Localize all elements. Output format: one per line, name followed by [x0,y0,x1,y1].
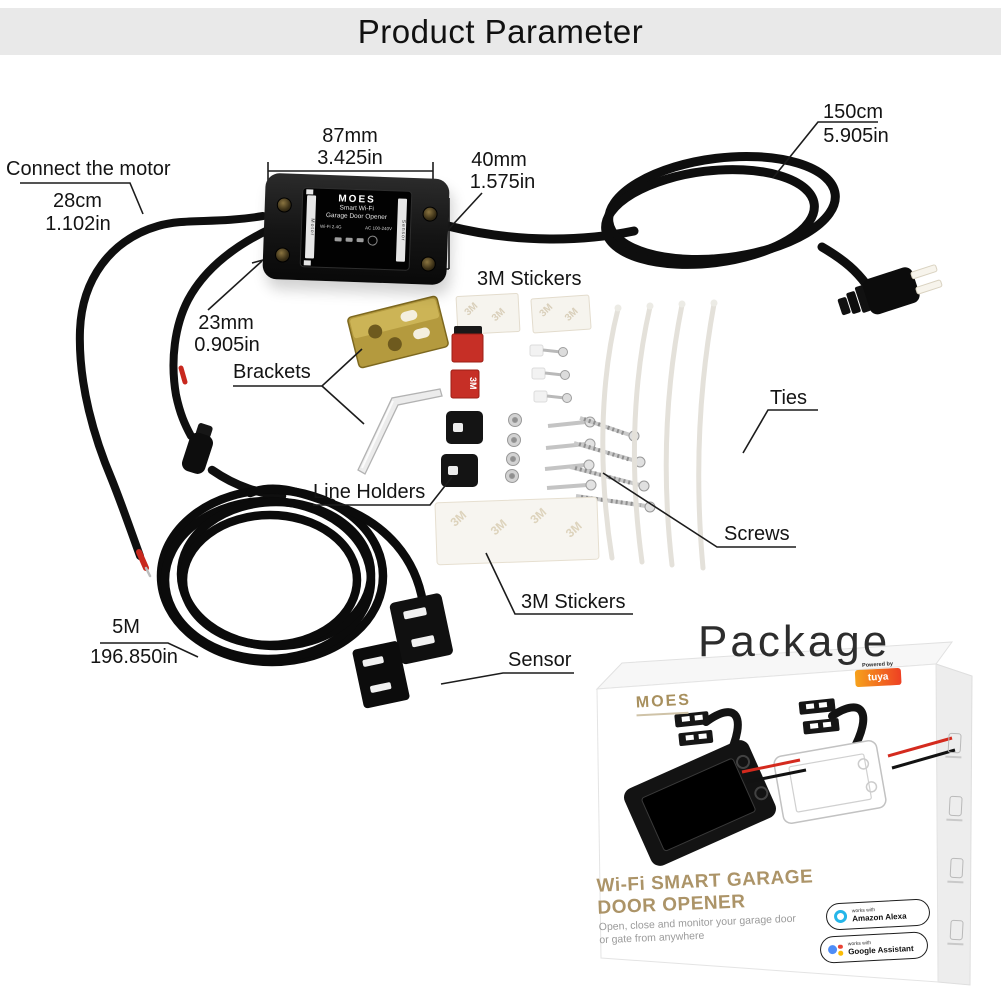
dim-width-mm: 87mm [322,125,378,147]
dim-width-in: 3.425in [317,147,383,169]
nuts [505,413,522,483]
coiled-cable [156,484,428,667]
dim-motor-cable-cm: 28cm [53,190,102,212]
dim-height-in: 1.575in [469,171,536,193]
machine-screws [544,416,597,491]
dim-power-cable-cm: 150cm [822,101,884,123]
label-line-holders: Line Holders [313,481,426,503]
device-screw-icon [420,256,437,272]
dim-sensor-cable-in: 196.850in [90,646,178,668]
box-brand-logo: MOES [635,692,691,717]
box-art-outline-device [773,740,887,824]
label-connect-motor: Connect the motor [6,158,171,180]
device-spec-wifi: Wi-Fi 2.4G [319,223,342,230]
garage-door-opener-device: Motor Sensor MOES Smart Wi-Fi Garage Doo… [262,172,450,286]
reset-button-icon [366,235,378,246]
device-port-label-left: Motor [304,195,317,259]
device-front-label: Motor Sensor MOES Smart Wi-Fi Garage Doo… [299,187,413,271]
3m-pad-large: 3M 3M 3M 3M [434,496,600,566]
label-screws: Screws [724,523,790,545]
box-side-icon [946,795,963,822]
label-brackets: Brackets [233,361,311,383]
package-heading: Package [698,617,891,666]
label-stickers-top: 3M Stickers [477,268,582,290]
device-cert-marks [317,234,393,247]
page-title: Product Parameter [357,12,644,50]
door-sensor [352,593,453,709]
anchor-screws [529,344,572,403]
works-with-alexa-badge: works with Amazon Alexa [825,898,931,931]
power-plug-icon [837,264,943,316]
gold-bracket [347,295,449,369]
box-side-icon [947,857,964,884]
box-side-icon [947,919,964,946]
box-art-black-device [623,740,777,866]
device-name-line2: Garage Door Opener [325,211,388,222]
works-with-google-badge: works with Google Assistant [819,931,929,964]
dim-power-cable-in: 5.905in [823,125,889,147]
title-banner: Product Parameter [0,8,1001,55]
amazon-alexa-icon [833,909,848,924]
dim-motor-cable-in: 1.102in [45,213,111,235]
dim-sensor-cable-m: 5M [112,616,140,638]
label-ties: Ties [770,387,808,409]
dim-depth-in: 0.905in [194,334,260,356]
dim-height-mm: 40mm [471,149,527,171]
device-port-label-right: Sensor [395,198,408,262]
device-screw-icon [274,247,291,263]
line-holder-clips [441,411,483,487]
label-sensor: Sensor [508,649,572,671]
device-spec-power: AC 100-240V [364,225,393,232]
leader-lines [20,121,878,685]
3m-foam-squares: 3M [450,326,484,399]
google-assistant-icon [827,942,844,957]
device-screw-icon [422,206,438,222]
label-stickers-bottom: 3M Stickers [521,591,626,613]
3m-pad-small-2: 3M 3M [530,294,592,334]
tuya-logo: tuya [854,667,902,688]
power-cord [443,151,871,289]
tuya-badge: Powered by tuya [854,661,902,688]
motor-wire [75,212,267,578]
box-artwork [623,698,956,866]
3m-pad-small-1: 3M 3M [455,293,521,335]
wire-connector [181,423,213,474]
box-side-icon [945,732,962,759]
device-screw-icon [276,197,293,213]
dim-depth-mm: 23mm [198,312,254,334]
silver-bracket [357,388,443,475]
svg-text:3M: 3M [468,377,478,390]
cable-ties [600,299,718,571]
